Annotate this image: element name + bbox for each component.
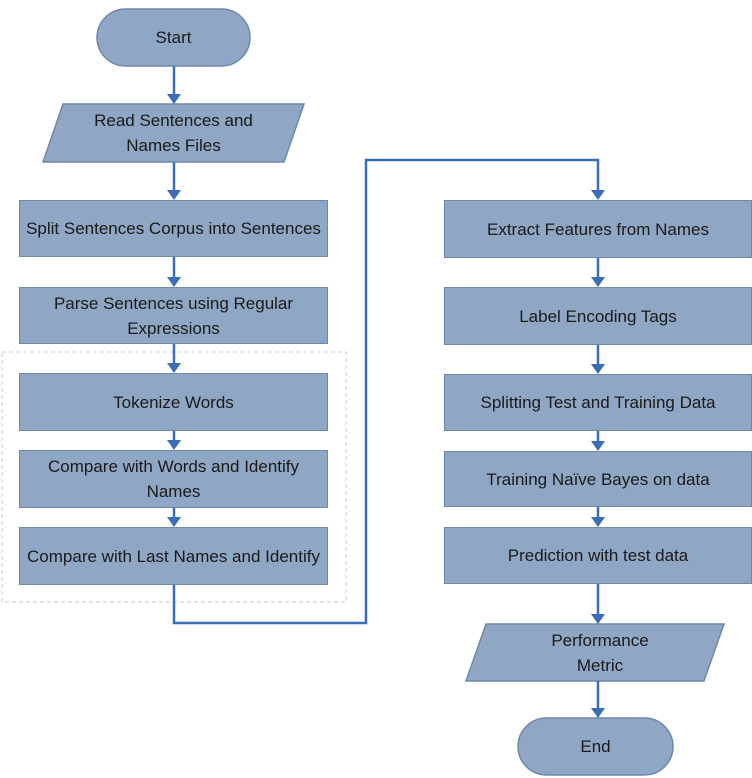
compare-words-node: Compare with Words and Identify Names [19,450,328,508]
arrows-left [167,66,181,527]
splitting-data-node: Splitting Test and Training Data [444,374,752,431]
read-files-shape [41,103,306,163]
label-encoding-node: Label Encoding Tags [444,287,752,345]
parse-sentences-node: Parse Sentences using Regular Expression… [19,287,328,344]
performance-shape [464,623,726,682]
end-terminator [517,717,674,776]
column-connector-head [591,190,605,200]
tokenize-node: Tokenize Words [19,373,328,431]
parse-sentences-label: Parse Sentences using Regular Expression… [53,293,294,338]
splitting-data-label: Splitting Test and Training Data [480,393,716,412]
training-nb-node: Training Naïve Bayes on data [444,451,752,507]
column-connector [172,158,600,625]
end-node: End [518,718,673,775]
prediction-label: Prediction with test data [507,546,689,565]
performance-label: Performance Metric [551,630,649,675]
start-label: Start [155,28,192,47]
split-corpus-label: Split Sentences Corpus into Sentences [26,219,321,238]
arrows-right [591,258,605,718]
training-nb-label: Training Naïve Bayes on data [486,469,710,489]
extract-features-label: Extract Features from Names [486,219,709,239]
compare-words-label: Compare with Words and Identify Names [47,457,300,501]
label-encoding-label: Label Encoding Tags [519,306,677,326]
read-files-label: Read Sentences and Names Files [94,111,253,155]
performance-node: Performance Metric [520,624,680,681]
start-node: Start [97,9,250,66]
split-corpus-node: Split Sentences Corpus into Sentences [19,200,328,257]
prediction-node: Prediction with test data [444,527,752,584]
end-label: End [580,737,611,756]
extract-features-node: Extract Features from Names [444,200,752,258]
tokenize-label: Tokenize Words [113,392,234,412]
read-files-node: Read Sentences and Names Files [73,104,274,162]
compare-last-names-node: Compare with Last Names and Identify [19,527,328,585]
compare-last-names-label: Compare with Last Names and Identify [27,546,320,566]
